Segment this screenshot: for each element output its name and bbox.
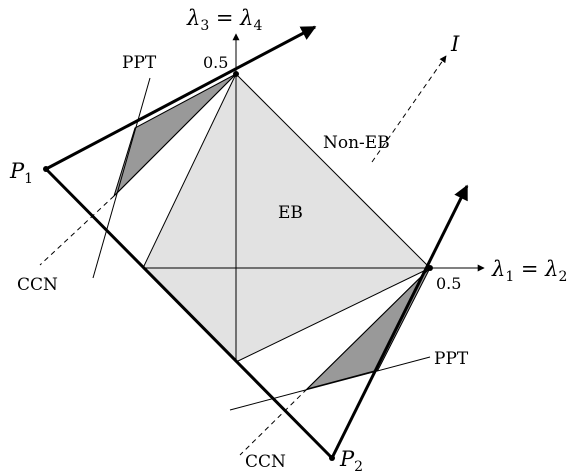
p2-label: P2 (339, 447, 363, 472)
p1-label: P1 (9, 159, 33, 187)
eb-edge (142, 73, 237, 269)
ccn-line-lower (239, 388, 308, 456)
eb-edge (235, 73, 431, 269)
ppt-label-upper: PPT (122, 53, 157, 73)
boundary-edge-p1-top (45, 25, 317, 171)
vertex-p1 (43, 166, 49, 172)
vertex-right (427, 265, 433, 271)
tick-label-vertical: 0.5 (203, 53, 228, 72)
boundary-edge-p1-p2 (44, 167, 334, 460)
horizontal-axis-label: λ1 = λ2 (491, 257, 567, 285)
eb-edge (235, 267, 431, 363)
vertex-p2 (329, 455, 335, 461)
ppt-label-lower: PPT (434, 349, 469, 369)
tick-label-horizontal: 0.5 (436, 274, 461, 293)
vertex-top (233, 71, 239, 77)
non-eb-label: Non-EB (323, 133, 390, 153)
vertical-axis-label: λ3 = λ4 (186, 6, 263, 34)
eb-label: EB (278, 203, 303, 223)
eb-edge (113, 73, 237, 197)
ppt-line-lower (229, 356, 431, 411)
ccn-label-lower: CCN (245, 452, 286, 472)
eb-edge (306, 267, 431, 390)
identity-label: I (450, 32, 460, 56)
identity-direction-arrow (371, 55, 447, 163)
ccn-label-upper: CCN (17, 275, 58, 295)
ccn-line-upper (39, 195, 115, 266)
ppt-line-upper (92, 77, 151, 279)
boundary-edge-p2-right (330, 184, 469, 459)
